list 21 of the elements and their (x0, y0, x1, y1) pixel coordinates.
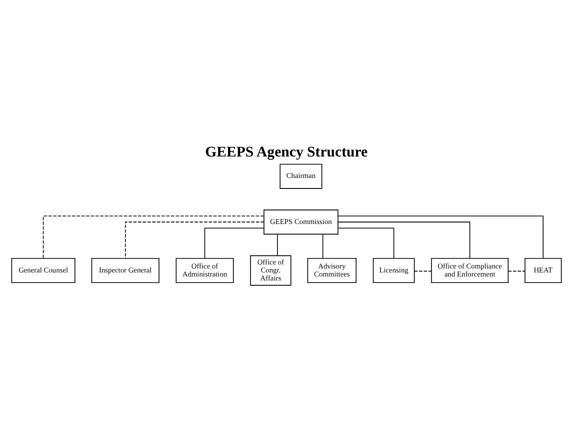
connector (414, 270, 432, 272)
node-box: Chairman (280, 164, 322, 189)
connector (338, 222, 470, 259)
connector (124, 222, 264, 259)
connector (338, 216, 544, 259)
node-box: Advisory Committees (307, 258, 357, 284)
node-box: Office of Administration (176, 258, 234, 284)
node-box: Licensing (372, 258, 415, 284)
node-box: Office of Compliance and Enforcement (431, 258, 509, 284)
connector (277, 234, 278, 256)
connector (508, 270, 526, 272)
node-box: Office of Congr. Affairs (250, 255, 292, 286)
connector (338, 228, 394, 259)
connector (322, 234, 324, 259)
connector (42, 216, 264, 259)
diagram-title: GEEPS Agency Structure (205, 144, 368, 161)
node-box: HEAT (524, 258, 562, 284)
node-box: General Counsel (11, 258, 76, 284)
connector (204, 228, 264, 259)
node-box: Inspector General (91, 258, 160, 284)
node-box: GEEPS Commission (264, 210, 338, 235)
